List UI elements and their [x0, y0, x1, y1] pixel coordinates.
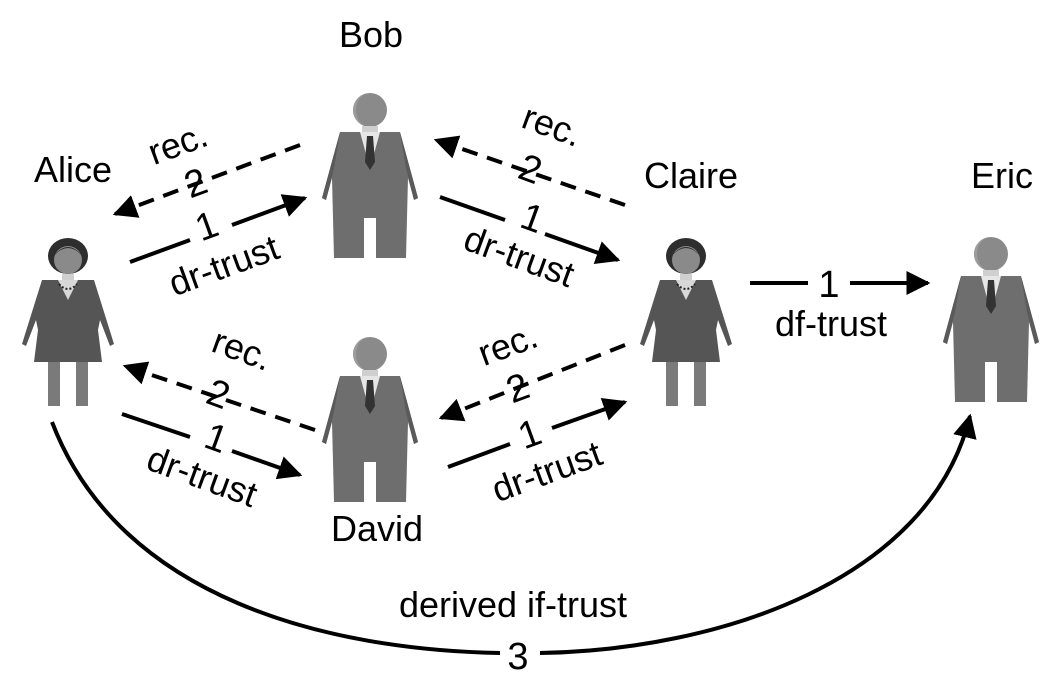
person-claire: Claire: [639, 155, 738, 407]
edge-number: 2: [501, 365, 535, 412]
edge-label: rec.: [143, 114, 213, 173]
person-name-eric: Eric: [971, 155, 1033, 196]
solid-arrow: [231, 194, 308, 227]
man-icon: [322, 93, 418, 258]
edge-number: 1: [190, 203, 224, 250]
edge-number: 1: [818, 264, 839, 306]
edge-alice-to-david: 1 dr-trust: [121, 412, 303, 515]
solid-line: [121, 412, 191, 439]
person-name-alice: Alice: [34, 149, 112, 190]
edge-label: derived if-trust: [399, 584, 627, 625]
edge-label: df-trust: [775, 303, 887, 344]
solid-arrow: [551, 397, 628, 430]
edge-bob-to-alice: rec. 2: [112, 114, 301, 218]
solid-arrow: [544, 232, 621, 265]
person-bob: Bob: [322, 14, 418, 258]
edge-claire-to-david: rec. 2: [438, 315, 626, 422]
edge-claire-to-eric: 1 df-trust: [750, 264, 931, 344]
curved-line: [50, 421, 501, 655]
solid-line: [447, 442, 511, 469]
edge-number: 2: [513, 146, 547, 193]
woman-icon: [21, 237, 115, 407]
person-name-bob: Bob: [339, 14, 403, 55]
dashed-arrow: [112, 143, 301, 218]
dashed-arrow: [122, 361, 316, 432]
edge-label: rec.: [473, 315, 543, 374]
person-name-claire: Claire: [644, 155, 738, 196]
edge-david-to-alice: rec. 2: [122, 320, 316, 432]
solid-arrow: [231, 449, 303, 480]
edge-number: 3: [507, 636, 528, 678]
edge-bob-to-claire: 1 dr-trust: [439, 195, 621, 295]
edge-alice-to-eric: derived if-trust 3: [50, 413, 977, 678]
edge-claire-to-bob: rec. 2: [433, 96, 626, 207]
edge-label: dr-trust: [163, 226, 284, 304]
edge-david-to-claire: 1 dr-trust: [447, 397, 628, 510]
solid-line: [129, 238, 191, 264]
person-david: David: [322, 337, 423, 549]
solid-line: [439, 195, 506, 222]
man-icon: [322, 337, 418, 502]
edge-number: 2: [201, 371, 235, 418]
person-alice: Alice: [21, 149, 115, 407]
person-name-david: David: [331, 508, 423, 549]
edge-label: rec.: [207, 320, 277, 379]
person-eric: Eric: [943, 155, 1039, 402]
curved-arrow: [539, 413, 977, 655]
edge-number: 2: [179, 160, 213, 207]
woman-icon: [639, 237, 733, 407]
man-icon: [943, 237, 1039, 402]
dashed-arrow: [438, 343, 626, 422]
edge-alice-to-bob: 1 dr-trust: [129, 194, 308, 304]
dashed-arrow: [433, 135, 626, 207]
